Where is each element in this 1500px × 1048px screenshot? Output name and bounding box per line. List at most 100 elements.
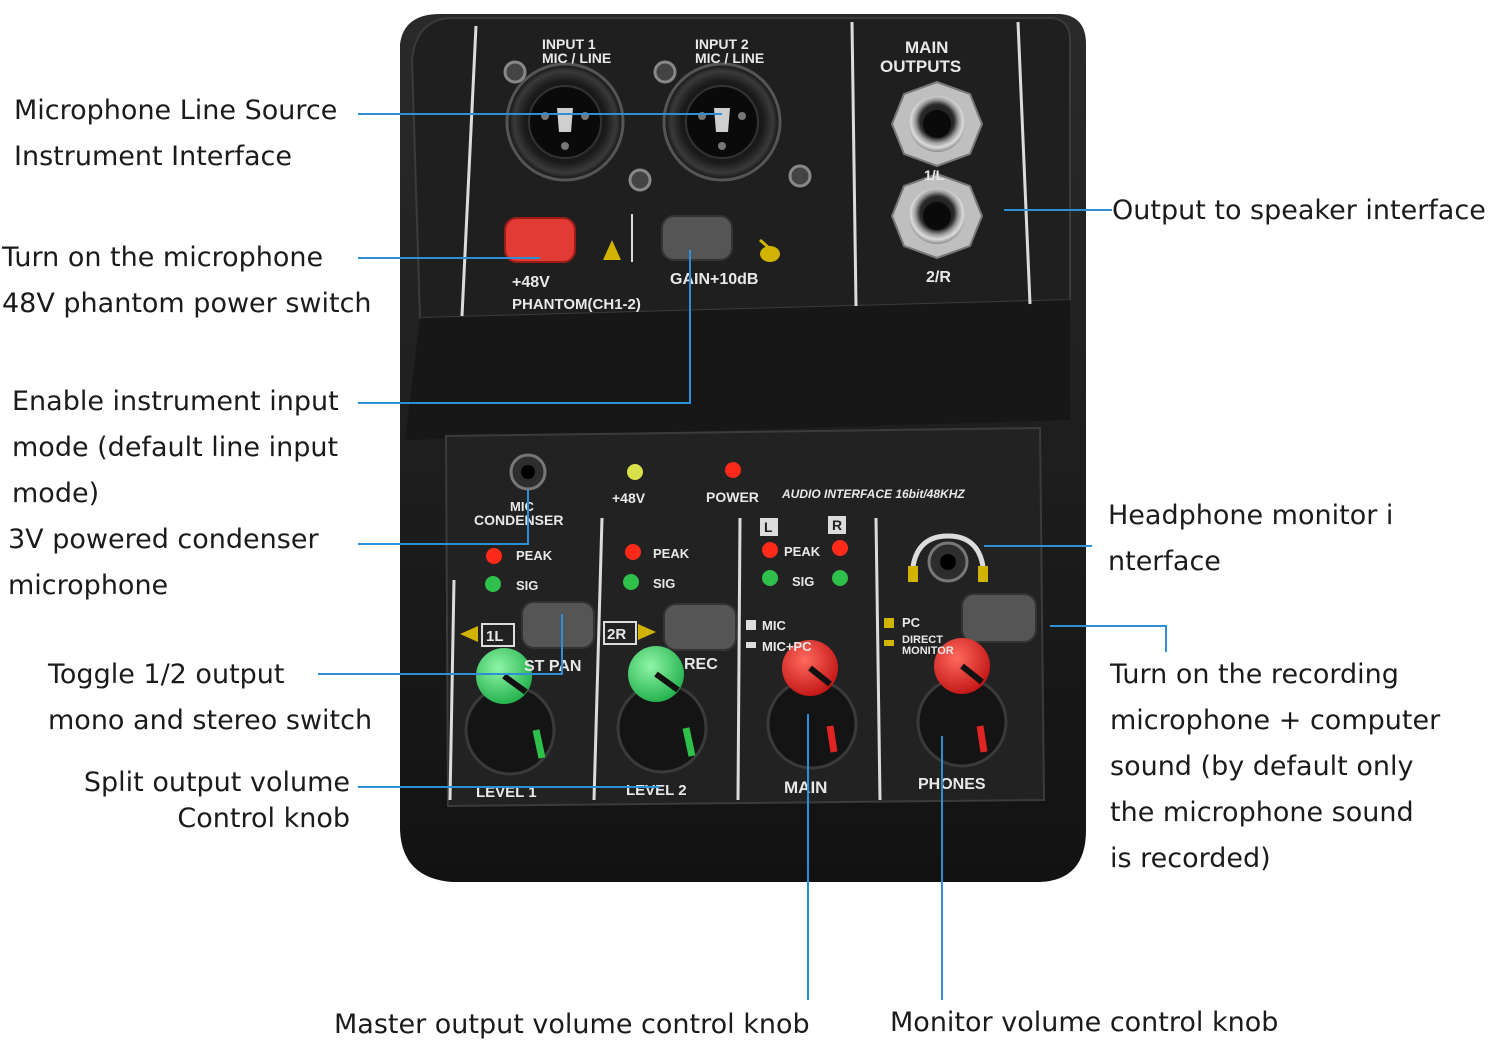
main-volume-knob[interactable] <box>766 640 858 770</box>
led-ch1-sig <box>485 576 501 592</box>
input2-sublabel: MIC / LINE <box>695 50 764 66</box>
main-r-tag: R <box>832 517 842 533</box>
phantom-power-button[interactable] <box>504 217 576 263</box>
model-label: AUDIO INTERFACE 16bit/48KHZ <box>781 487 965 501</box>
mic-condenser-jack[interactable] <box>509 453 547 491</box>
direct-monitor-button[interactable] <box>961 593 1037 643</box>
led-power-label: POWER <box>706 489 759 505</box>
direct-monitor-label: DIRECT <box>902 634 943 646</box>
main-knob-label: MAIN <box>784 778 827 797</box>
led-main-r-sig <box>832 570 848 586</box>
callout-line: mono and stereo switch <box>48 705 373 736</box>
out-1l-label: 1/L <box>924 167 945 183</box>
ch2-sig-label: SIG <box>653 576 675 591</box>
callout-line: Output to speaker interface <box>1112 195 1486 226</box>
output-2r-jack[interactable] <box>890 172 984 260</box>
callout-line: 48V phantom power switch <box>2 288 372 319</box>
gain-boost-button[interactable] <box>661 215 733 261</box>
rec-mic-pc-label: MIC+PC <box>762 639 812 654</box>
callout-line: is recorded) <box>1110 843 1271 874</box>
led-main-l-sig <box>762 570 778 586</box>
rec-mode-button[interactable] <box>663 603 737 651</box>
callout-line: nterface <box>1108 546 1221 577</box>
callout-recording-switch: Turn on the recording microphone + compu… <box>1110 652 1440 882</box>
callout-line: Microphone Line Source <box>14 95 338 126</box>
mounting-screws <box>503 60 812 192</box>
monitor-pc-label: PC <box>902 615 921 630</box>
rec-label: REC <box>684 656 718 673</box>
callout-line: mode (default line input <box>12 432 339 463</box>
callout-line: Turn on the recording <box>1110 659 1399 690</box>
callout-line: microphone <box>8 570 169 601</box>
callout-line: Split output volume <box>83 767 350 798</box>
callout-line: the microphone sound <box>1110 797 1414 828</box>
main-outputs-label: MAIN <box>905 38 948 57</box>
callout-speaker-output: Output to speaker interface <box>1112 188 1486 234</box>
led-main-r-peak <box>832 540 848 556</box>
level1-knob[interactable] <box>464 648 556 776</box>
mic-condenser-sublabel: CONDENSER <box>474 512 563 528</box>
lower-panel-dividers <box>448 517 882 801</box>
ch1-sig-label: SIG <box>516 578 538 593</box>
st-pan-label: ST PAN <box>524 658 581 675</box>
main-peak-label: PEAK <box>784 544 821 559</box>
phones-volume-knob[interactable] <box>916 638 1008 768</box>
callout-mic-line-source: Microphone Line Source Instrument Interf… <box>14 88 337 180</box>
led-ch2-peak <box>625 544 641 560</box>
channel-tags <box>460 516 894 648</box>
input1-combo-jack[interactable] <box>505 62 625 182</box>
led-ch1-peak <box>486 548 502 564</box>
plus48v-label: +48V <box>512 274 550 291</box>
main-outputs-sublabel: OUTPUTS <box>880 57 961 76</box>
ch1-peak-label: PEAK <box>516 548 553 563</box>
rec-mic-label: MIC <box>762 618 786 633</box>
indicator-leds <box>485 462 848 592</box>
callout-monitor-volume: Monitor volume control knob <box>890 1000 1278 1046</box>
callout-split-volume: Split output volume Control knob <box>30 765 350 837</box>
main-l-tag: L <box>764 519 773 535</box>
output-1l-jack[interactable] <box>890 80 984 168</box>
headphone-jack[interactable] <box>908 533 988 583</box>
input2-combo-jack[interactable] <box>662 62 782 182</box>
callout-line: mode) <box>12 478 100 509</box>
callout-line: Headphone monitor i <box>1108 500 1394 531</box>
guitar-icon <box>759 238 780 262</box>
callout-headphone-monitor: Headphone monitor i nterface <box>1108 493 1393 585</box>
led-main-l-peak <box>762 542 778 558</box>
warning-icon <box>603 240 621 260</box>
leader-lines <box>318 113 1167 1000</box>
callout-line: sound (by default only <box>1110 751 1414 782</box>
led-ch2-sig <box>623 574 639 590</box>
main-sig-label: SIG <box>792 574 814 589</box>
direct-monitor-sublabel: MONITOR <box>902 645 954 657</box>
callout-instrument-mode: Enable instrument input mode (default li… <box>12 379 339 517</box>
callout-mono-stereo: Toggle 1/2 output mono and stereo switch <box>48 652 372 744</box>
level2-label: LEVEL 2 <box>626 782 687 799</box>
tag-1l: 1L <box>486 628 504 645</box>
tag-2r: 2R <box>607 626 626 643</box>
level1-label: LEVEL 1 <box>476 784 537 801</box>
phones-knob-label: PHONES <box>918 776 986 793</box>
input1-label: INPUT 1 <box>542 36 596 52</box>
callout-line: Control knob <box>177 803 350 834</box>
callout-condenser-mic: 3V powered condenser microphone <box>8 517 319 609</box>
phantom-label: PHANTOM(CH1-2) <box>512 296 641 313</box>
callout-line: Toggle 1/2 output <box>48 659 285 690</box>
callout-master-volume: Master output volume control knob <box>334 1002 810 1048</box>
led-power <box>725 462 741 478</box>
led-48v-label: +48V <box>612 490 646 506</box>
callout-line: Instrument Interface <box>14 141 293 172</box>
input2-label: INPUT 2 <box>695 36 749 52</box>
out-2r-label: 2/R <box>926 269 951 286</box>
led-48v <box>627 464 643 480</box>
callout-line: 3V powered condenser <box>8 524 319 555</box>
callout-line: Monitor volume control knob <box>890 1007 1279 1038</box>
st-pan-button[interactable] <box>521 601 595 649</box>
input1-sublabel: MIC / LINE <box>542 50 611 66</box>
ch2-peak-label: PEAK <box>653 546 690 561</box>
callout-phantom-power: Turn on the microphone 48V phantom power… <box>2 235 372 327</box>
gain-label: GAIN+10dB <box>670 271 758 288</box>
level2-knob[interactable] <box>616 646 708 774</box>
callout-line: Enable instrument input <box>12 386 339 417</box>
